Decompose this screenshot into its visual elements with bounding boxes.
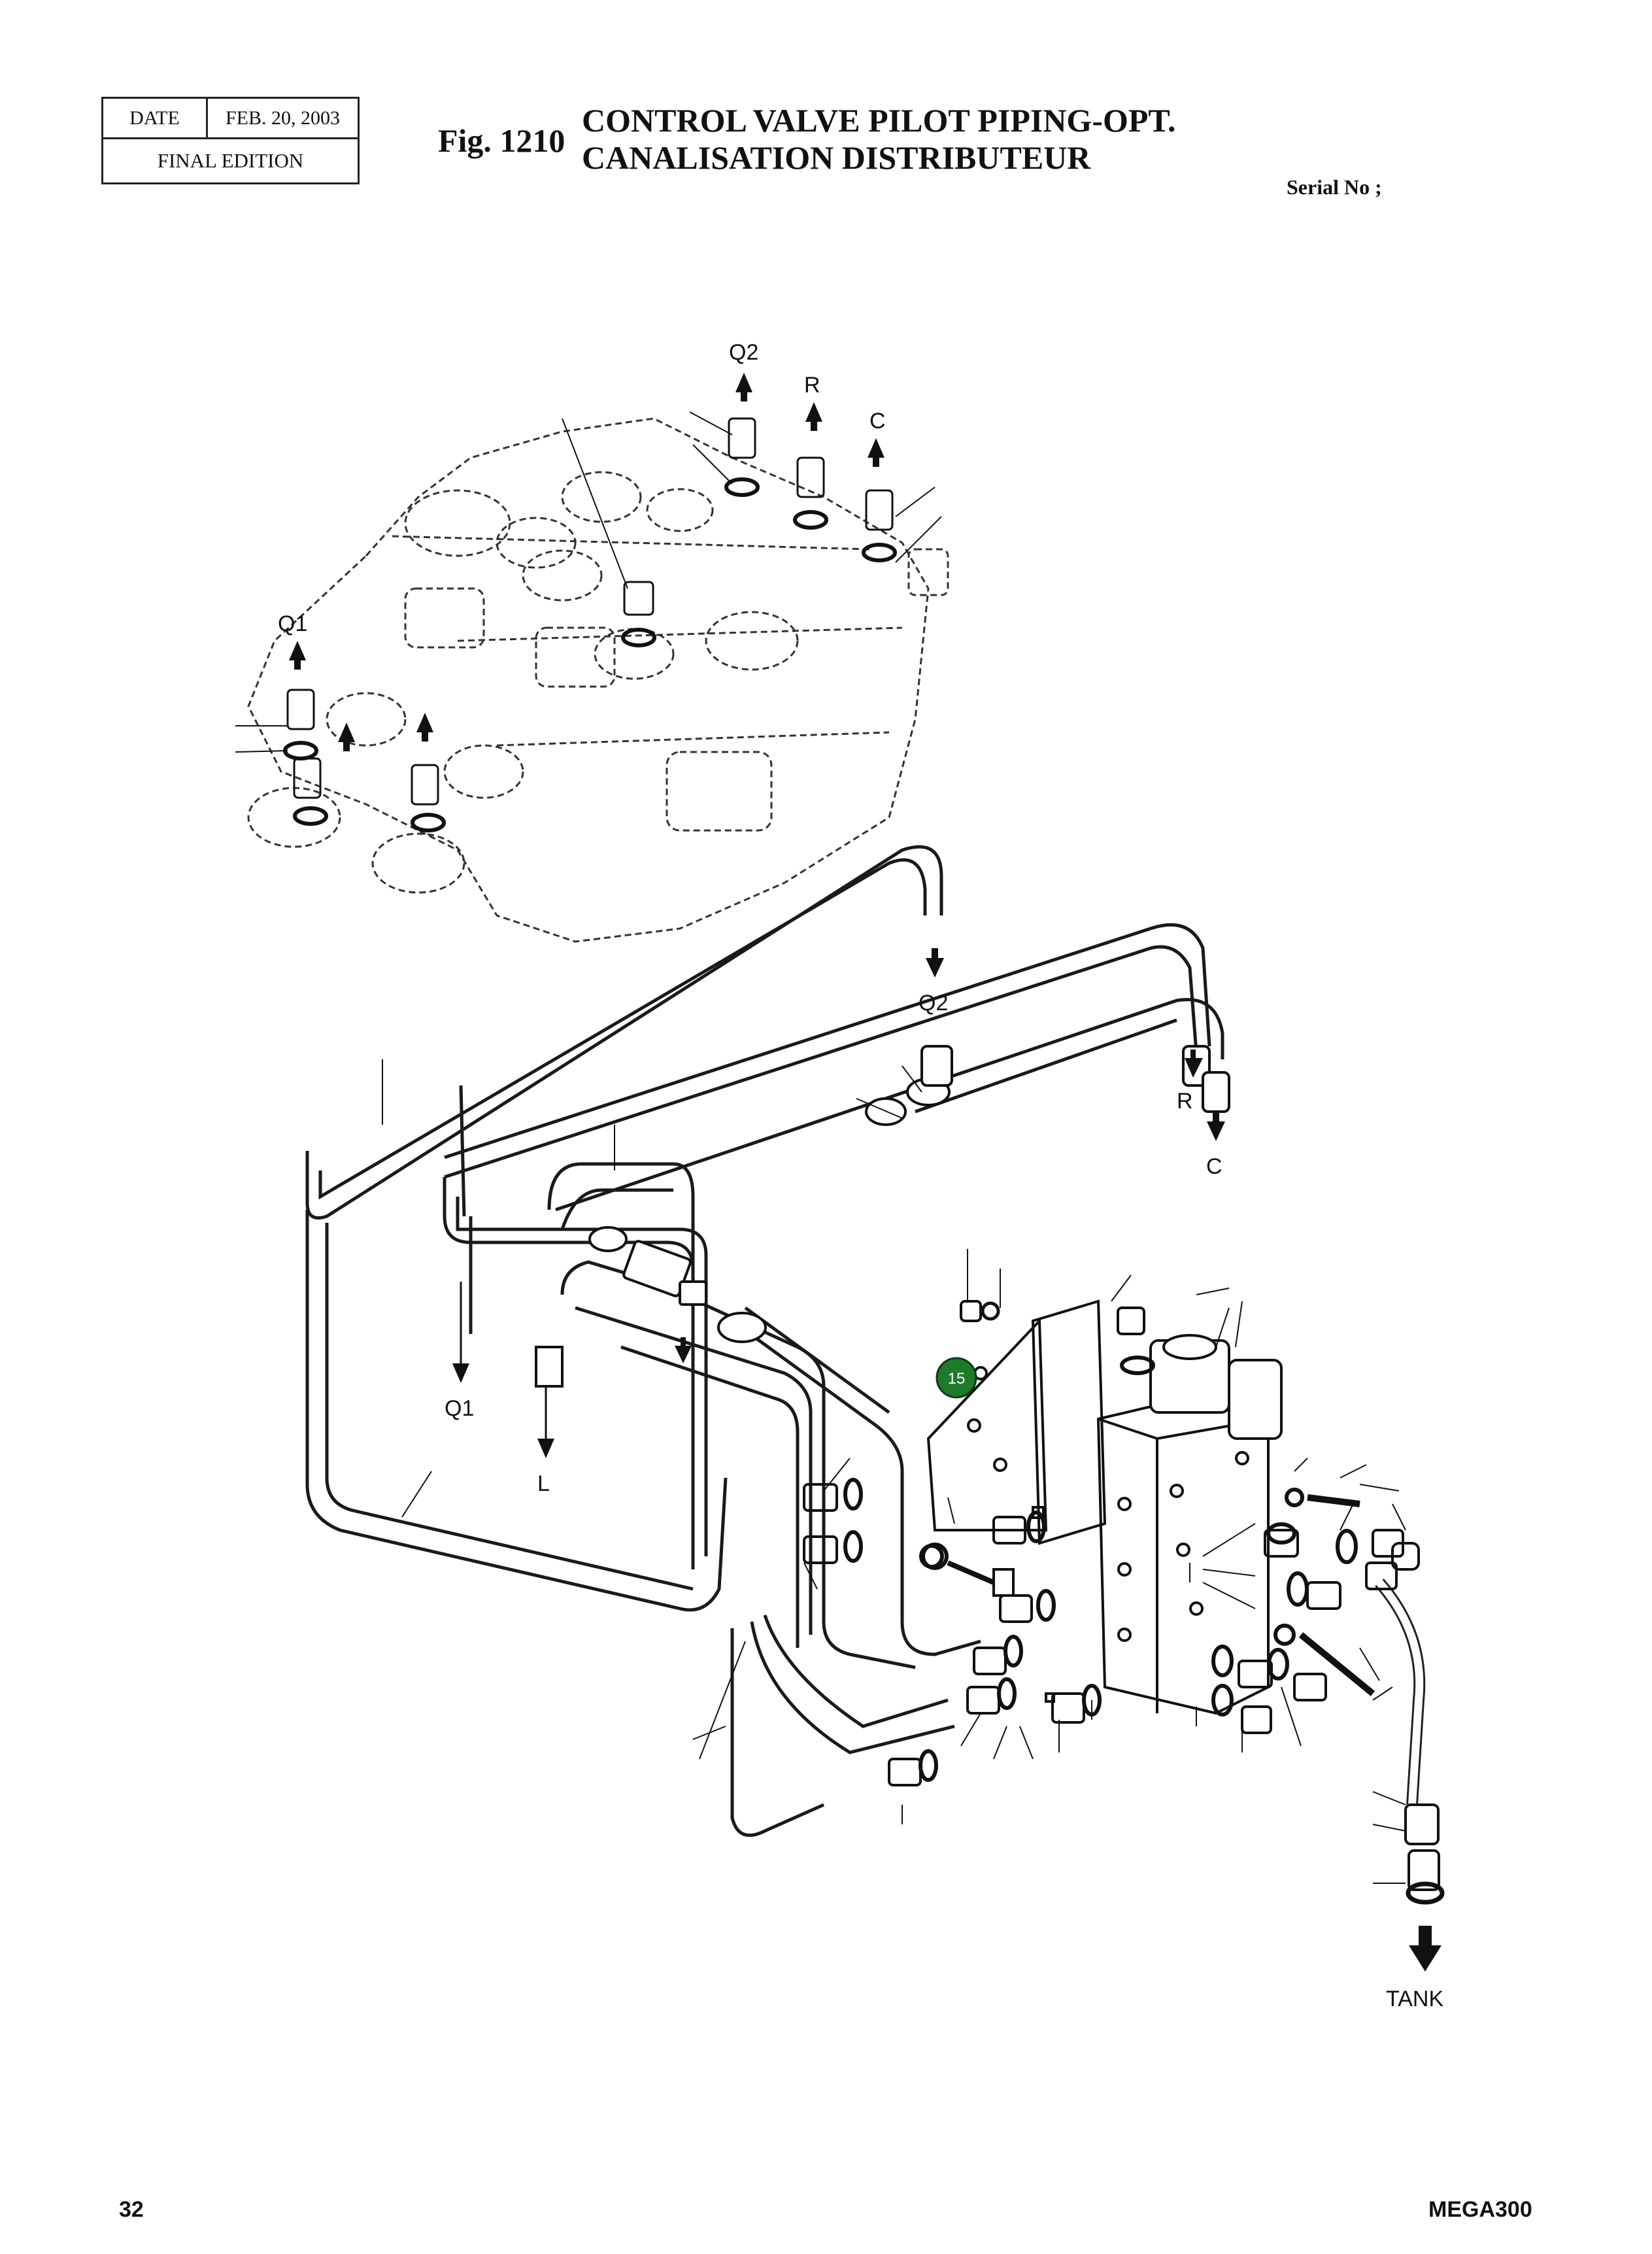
callout-15: 15 <box>936 1357 977 1399</box>
port-label-r-mid: R <box>1177 1089 1193 1114</box>
page-title-french: CANALISATION DISTRIBUTEUR <box>582 139 1091 176</box>
port-label-q1-low: Q1 <box>445 1396 474 1421</box>
port-label-r-top: R <box>804 373 820 398</box>
leader-lines-lower <box>382 1059 1406 1884</box>
flow-arrows-lower <box>452 948 1441 1972</box>
top-fittings <box>283 417 897 832</box>
page-title-english: CONTROL VALVE PILOT PIPING-OPT. <box>582 102 1176 139</box>
figure-number: Fig. 1210 <box>438 122 565 159</box>
port-label-q2-mid: Q2 <box>919 991 948 1016</box>
pilot-pipes <box>305 845 1426 1837</box>
port-label-q1-top: Q1 <box>278 611 307 636</box>
page-number: 32 <box>119 2197 144 2222</box>
edition-row: FINAL EDITION <box>103 139 358 182</box>
date-edition-box: DATE FEB. 20, 2003 FINAL EDITION <box>101 97 360 184</box>
model-name: MEGA300 <box>1428 2197 1532 2222</box>
leader-lines-top <box>235 411 942 753</box>
serial-number-label: Serial No ; <box>1287 175 1382 199</box>
port-label-tank: TANK <box>1386 1987 1443 2011</box>
date-label: DATE <box>103 99 208 137</box>
date-value: FEB. 20, 2003 <box>225 107 341 129</box>
control-valve-body <box>247 417 949 943</box>
flow-arrows-top <box>289 373 885 751</box>
date-row: DATE FEB. 20, 2003 <box>103 99 358 139</box>
tee-block <box>535 1045 1230 1388</box>
port-label-q2-top: Q2 <box>729 340 758 365</box>
arrow-shafts <box>460 1282 547 1442</box>
port-label-l-low: L <box>537 1471 550 1496</box>
port-label-c-top: C <box>869 409 886 434</box>
solenoid-valve-block <box>926 1299 1283 1715</box>
port-label-c-mid: C <box>1206 1154 1222 1179</box>
edition-label: FINAL EDITION <box>157 149 304 172</box>
callout-number: 15 <box>948 1370 966 1388</box>
